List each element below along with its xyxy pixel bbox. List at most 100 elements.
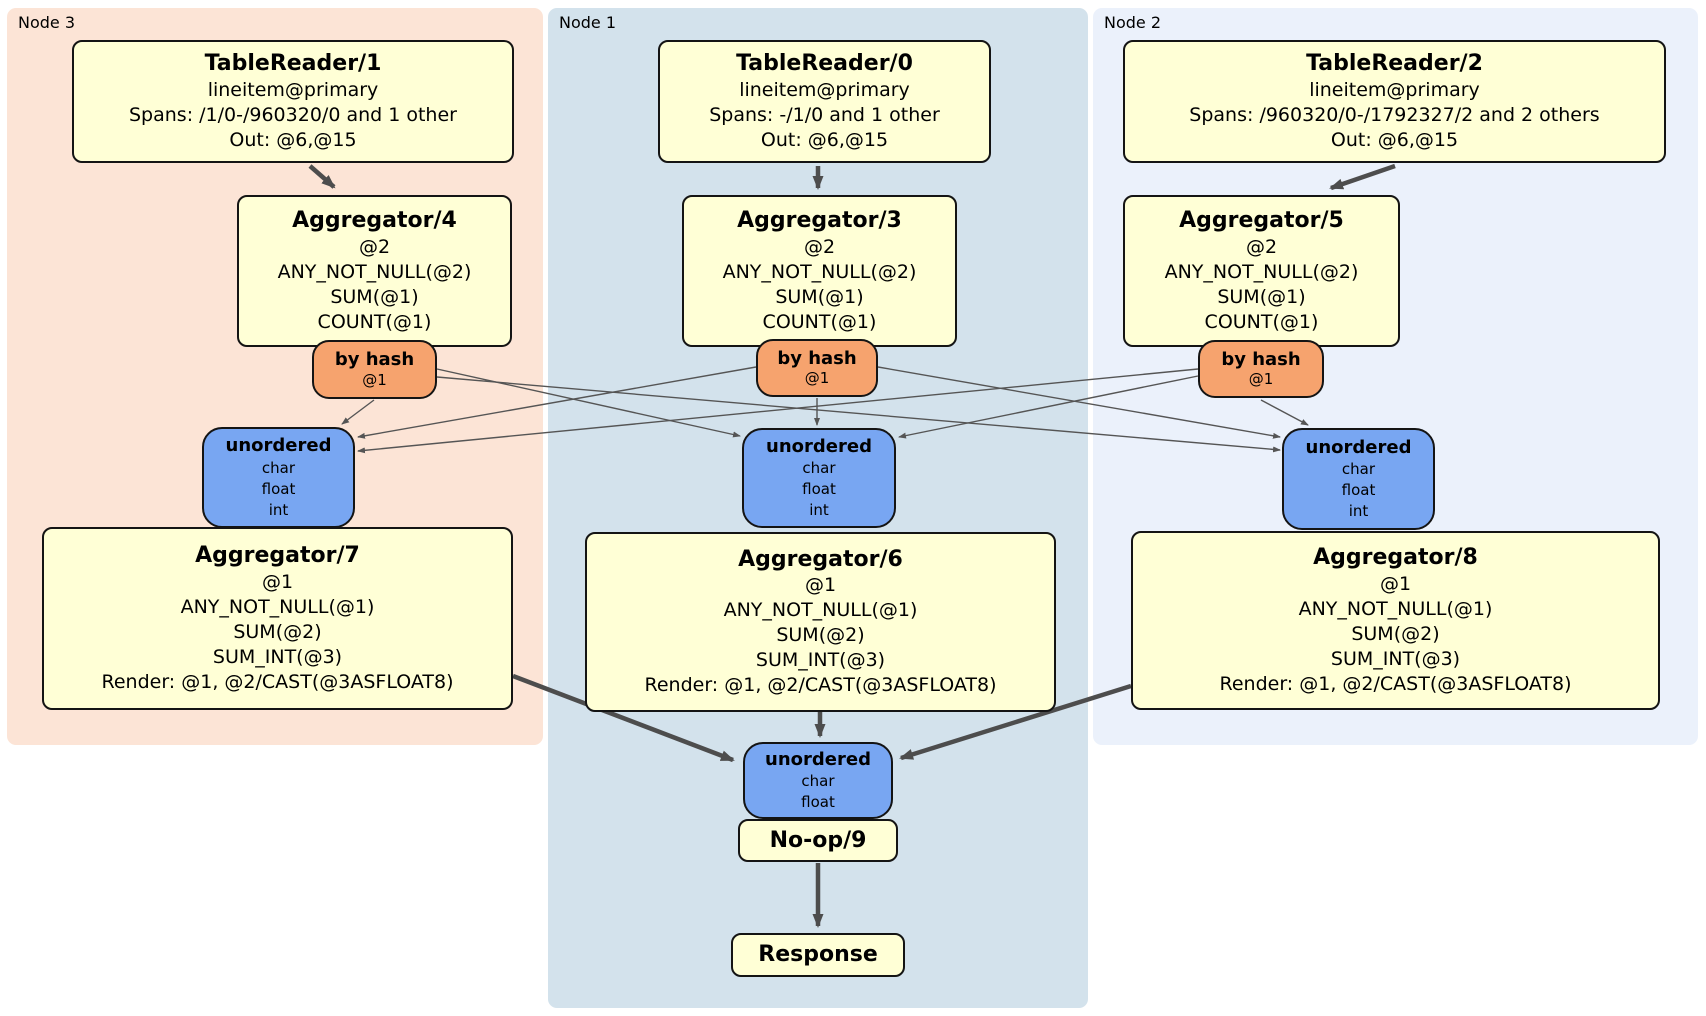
edge-router3-sync2 <box>436 376 1281 453</box>
hash-router-node2-details: @1 <box>1249 370 1274 388</box>
box-line: lineitem@primary <box>739 78 910 101</box>
box-line: @1 <box>1248 370 1274 389</box>
edge-router3-sync1 <box>436 368 741 438</box>
box-line: ANY_NOT_NULL(@2) <box>722 260 917 283</box>
box-line: @2 <box>803 235 836 258</box>
noop-title: No-op/9 <box>769 827 867 853</box>
box-line: ANY_NOT_NULL(@2) <box>1164 260 1359 283</box>
aggregator-5-title: Aggregator/5 <box>1179 208 1344 234</box>
aggregator-3-title: Aggregator/3 <box>737 208 902 234</box>
box-line: SUM(@1) <box>1217 285 1306 308</box>
edge-router2-sync1 <box>898 375 1199 439</box>
box-line: Out: @6,@15 <box>1330 128 1459 151</box>
hash-router-node3: by hash @1 <box>312 340 437 399</box>
box-line: SUM_INT(@3) <box>1330 647 1461 670</box>
box-line: @1 <box>261 570 294 593</box>
edge-tablereader2-aggregator5 <box>1329 163 1396 191</box>
aggregator-6-title: Aggregator/6 <box>738 546 903 572</box>
hash-router-node2: by hash @1 <box>1198 340 1324 398</box>
box-line: char <box>801 772 835 791</box>
tablereader-0-title: TableReader/0 <box>736 51 913 77</box>
edge-router1-sync3 <box>357 366 757 439</box>
box-line: ANY_NOT_NULL(@1) <box>1298 597 1493 620</box>
box-line: SUM_INT(@3) <box>755 649 886 672</box>
box-line: COUNT(@1) <box>317 310 432 333</box>
box-line: ANY_NOT_NULL(@1) <box>180 595 375 618</box>
box-line: @1 <box>804 369 830 388</box>
aggregator-8-title: Aggregator/8 <box>1313 545 1478 571</box>
box-line: lineitem@primary <box>207 78 379 101</box>
box-line: Render: @1, @2/CAST(@3ASFLOAT8) <box>1219 672 1572 695</box>
hash-router-node1-details: @1 <box>805 369 830 387</box>
final-unordered-sync-title: unordered <box>765 748 871 770</box>
box-line: SUM(@1) <box>330 285 419 308</box>
edge-router2-sync2 <box>1260 399 1309 426</box>
tablereader-2-title: TableReader/2 <box>1306 51 1483 77</box>
edge-aggregator8-final-sync <box>899 683 1132 761</box>
box-line: float <box>1341 481 1376 500</box>
node2-label: Node 2 <box>1104 13 1162 32</box>
box-line: SUM(@2) <box>233 620 322 643</box>
box-line: @1 <box>1379 572 1412 595</box>
unordered-sync-node2-details: char float int <box>1342 459 1376 522</box>
box-line: @2 <box>358 235 391 258</box>
hash-router-node1-title: by hash <box>777 347 857 369</box>
node3-label: Node 3 <box>18 13 76 32</box>
node1-label: Node 1 <box>559 13 617 32</box>
edge-router2-sync3 <box>357 368 1199 454</box>
edge-tablereader1-aggregator4 <box>308 164 336 189</box>
box-line: Out: @6,@15 <box>760 128 889 151</box>
tablereader-1-title: TableReader/1 <box>204 51 382 77</box>
aggregator-4-title: Aggregator/4 <box>292 208 457 234</box>
box-line: @2 <box>1245 235 1278 258</box>
edge-aggregator7-final-sync <box>512 673 735 763</box>
box-line: int <box>1348 502 1369 521</box>
box-line: COUNT(@1) <box>1204 310 1319 333</box>
hash-router-node3-details: @1 <box>362 371 387 389</box>
box-line: char <box>1341 460 1376 479</box>
box-line: SUM(@1) <box>775 285 864 308</box>
box-line: Out: @6,@15 <box>229 128 357 151</box>
noop-box: No-op/9 <box>738 819 898 862</box>
box-line: ANY_NOT_NULL(@2) <box>277 260 472 283</box>
box-line: Spans: /1/0-/960320/0 and 1 other <box>129 103 457 126</box>
box-line: SUM(@2) <box>1351 622 1440 645</box>
box-line: SUM(@2) <box>776 624 865 647</box>
edge-router3-sync3 <box>341 399 375 425</box>
box-line: float <box>802 480 836 499</box>
box-line: char <box>802 459 836 478</box>
box-line: Spans: -/1/0 and 1 other <box>709 103 940 126</box>
unordered-sync-node1-title: unordered <box>766 435 872 457</box>
box-line: Render: @1, @2/CAST(@3ASFLOAT8) <box>644 674 997 697</box>
hash-router-node1: by hash @1 <box>756 339 878 397</box>
box-line: ANY_NOT_NULL(@1) <box>723 599 918 622</box>
hash-router-node2-title: by hash <box>1221 348 1301 370</box>
edge-router1-sync2 <box>877 366 1281 439</box>
box-line: SUM_INT(@3) <box>212 645 343 668</box>
aggregator-7-title: Aggregator/7 <box>195 543 360 569</box>
box-line: @1 <box>804 574 837 597</box>
unordered-sync-node3-title: unordered <box>225 435 332 457</box>
